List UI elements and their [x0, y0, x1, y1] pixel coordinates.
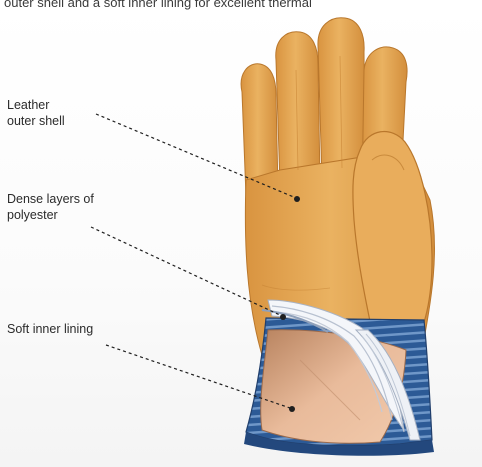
callout-dot-lining	[289, 406, 295, 412]
callout-dot-polyester	[280, 314, 286, 320]
callout-dot-leather	[294, 196, 300, 202]
